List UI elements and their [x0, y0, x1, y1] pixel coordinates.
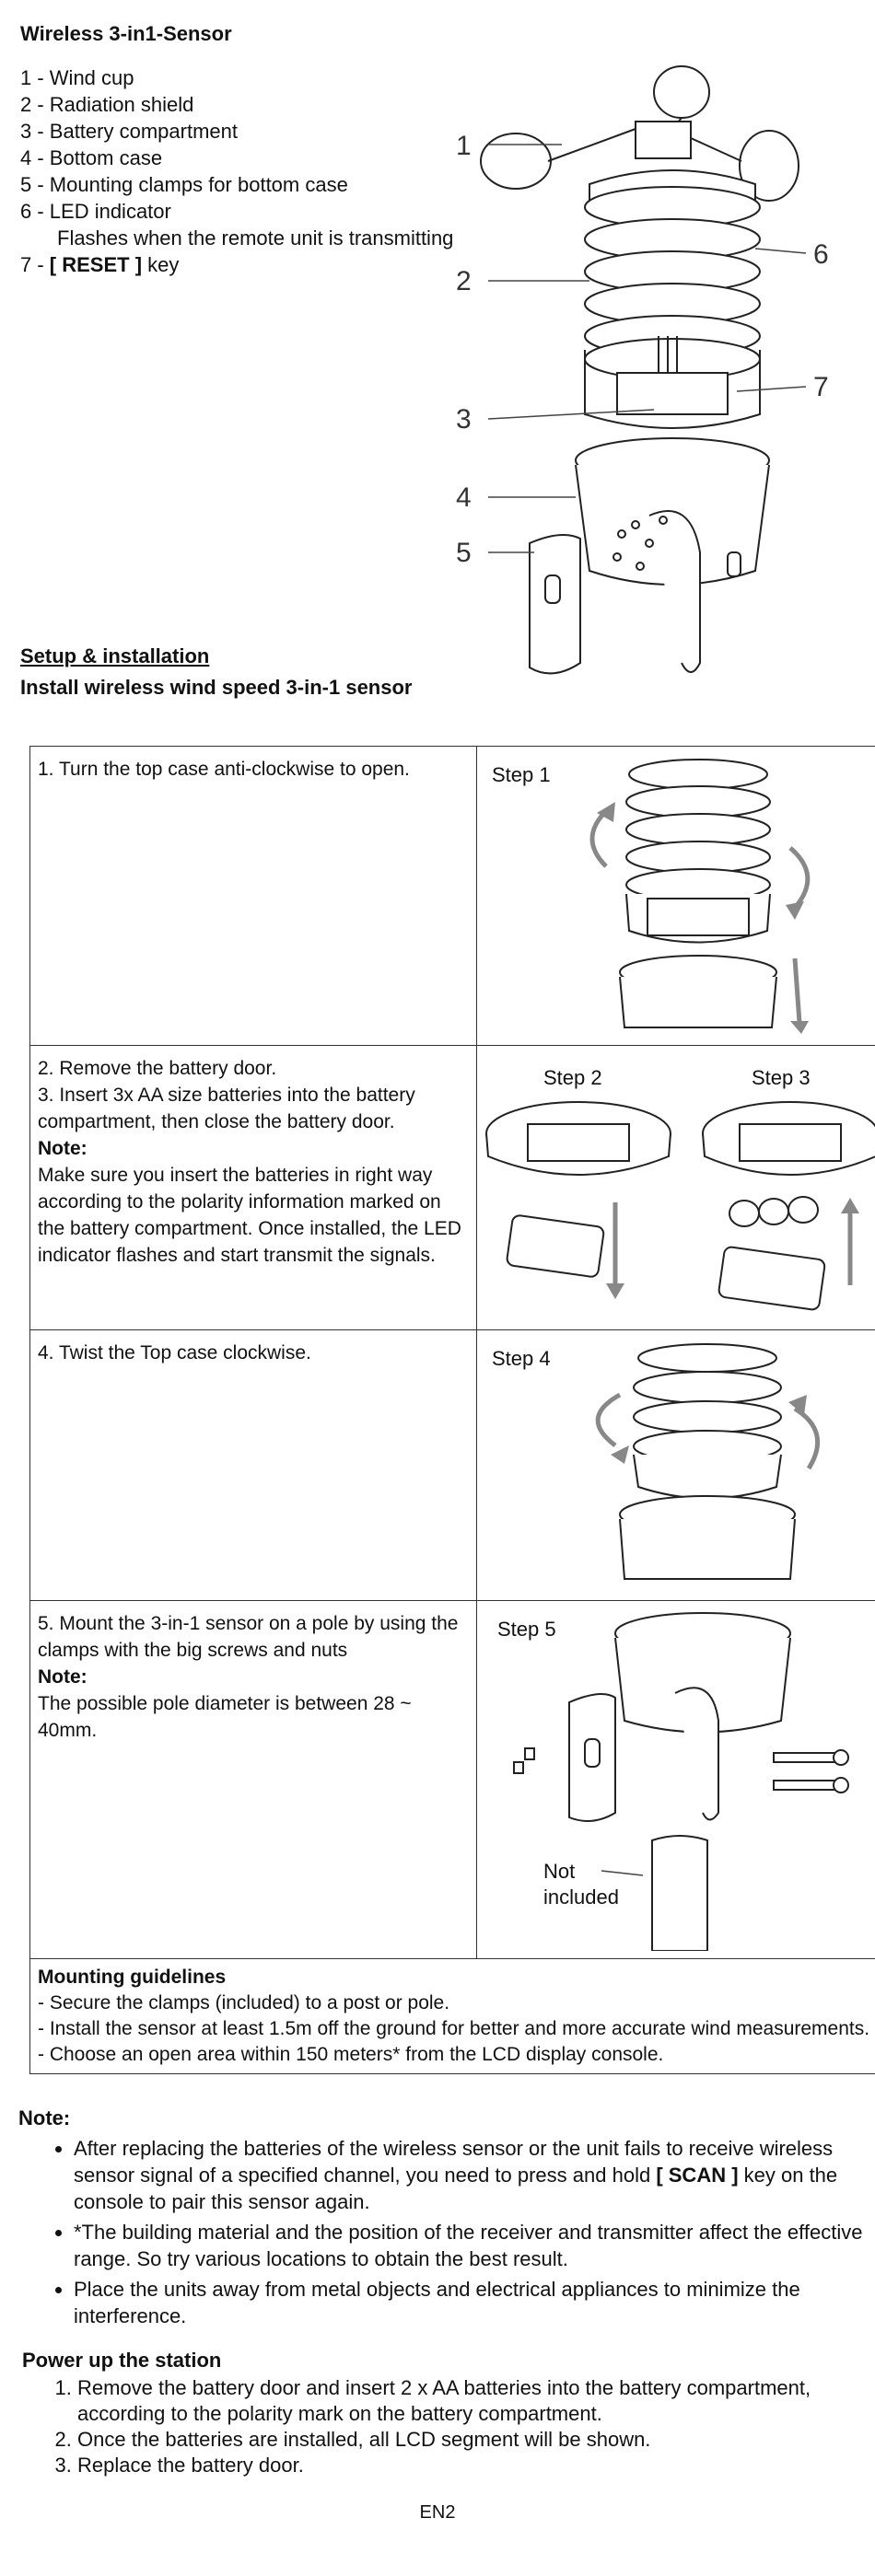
mounting-item-3: - Choose an open area within 150 meters*…	[38, 2044, 664, 2065]
step-5-line: 5. Mount the 3-in-1 sensor on a pole by …	[38, 1613, 459, 1661]
step-5-text: 5. Mount the 3-in-1 sensor on a pole by …	[29, 1600, 477, 1959]
step-3-line: 3. Insert 3x AA size batteries into the …	[38, 1085, 415, 1132]
setup-subheading: Install wireless wind speed 3-in-1 senso…	[20, 676, 413, 699]
power-item-3: Replace the battery door.	[77, 2453, 860, 2478]
step-2-3-figure: Step 2 Step 3	[476, 1045, 875, 1330]
sensor-exploded-diagram: 1 2 3 4 5 6 7	[456, 65, 829, 675]
part-item-1: 1 - Wind cup	[20, 66, 134, 89]
mounting-heading: Mounting guidelines	[38, 1967, 227, 1988]
steps-table: 1. Turn the top case anti-clockwise to o…	[29, 746, 875, 2074]
step-row-4: 4. Twist the Top case clockwise. Step 4	[29, 1329, 875, 1601]
step-2-note-label: Note:	[38, 1138, 88, 1159]
step-5-note-label: Note:	[38, 1666, 88, 1688]
power-section: Power up the station Remove the battery …	[22, 2348, 860, 2478]
step-2-3-text: 2. Remove the battery door. 3. Insert 3x…	[29, 1045, 477, 1330]
step-1-label: Step 1	[492, 763, 551, 786]
power-item-2: Once the batteries are installed, all LC…	[77, 2427, 860, 2453]
step-5-note-text: The possible pole diameter is between 28…	[38, 1693, 412, 1741]
part-item-6: 6 - LED indicator	[20, 200, 171, 223]
note-item-1: After replacing the batteries of the wir…	[74, 2135, 866, 2215]
note-item-3: Place the units away from metal objects …	[74, 2276, 866, 2329]
step-4-text: 4. Twist the Top case clockwise.	[29, 1329, 477, 1601]
callout-5: 5	[456, 538, 472, 568]
step-4-label: Step 4	[492, 1347, 551, 1370]
parts-list: 1 - Wind cup 2 - Radiation shield 3 - Ba…	[20, 64, 453, 278]
part-item-5: 5 - Mounting clamps for bottom case	[20, 173, 348, 196]
wind-cup-top-icon	[653, 65, 710, 119]
power-heading: Power up the station	[22, 2349, 222, 2372]
note-section: Note: After replacing the batteries of t…	[18, 2105, 866, 2333]
part-item-2: 2 - Radiation shield	[20, 93, 194, 116]
callout-1: 1	[456, 131, 472, 161]
step-2-note-text: Make sure you insert the batteries in ri…	[38, 1165, 461, 1266]
led-description: Flashes when the remote unit is transmit…	[57, 226, 454, 249]
step-3-label: Step 3	[752, 1066, 811, 1089]
callout-7: 7	[813, 372, 829, 402]
mounting-item-1: - Secure the clamps (included) to a post…	[38, 1992, 450, 2013]
step-4-figure: Step 4	[476, 1329, 875, 1601]
step-row-1: 1. Turn the top case anti-clockwise to o…	[29, 746, 875, 1046]
not-included-line2: included	[543, 1886, 619, 1909]
callout-4: 4	[456, 482, 472, 513]
page-number: EN2	[419, 2502, 456, 2523]
callout-6: 6	[813, 239, 829, 270]
setup-heading: Setup & installation	[20, 644, 210, 667]
mounting-item-2: - Install the sensor at least 1.5m off t…	[38, 2018, 870, 2039]
mounting-row: Mounting guidelines - Secure the clamps …	[29, 1958, 875, 2074]
callout-3: 3	[456, 404, 472, 435]
step-1-text: 1. Turn the top case anti-clockwise to o…	[29, 746, 477, 1046]
step-row-2: 2. Remove the battery door. 3. Insert 3x…	[29, 1045, 875, 1330]
step-5-label: Step 5	[497, 1618, 556, 1641]
page-title: Wireless 3-in1-Sensor	[20, 22, 232, 45]
part-item-4: 4 - Bottom case	[20, 146, 163, 169]
step-2-label: Step 2	[543, 1066, 602, 1089]
callout-2: 2	[456, 266, 472, 296]
not-included-line1: Not	[543, 1860, 575, 1883]
step-2-line: 2. Remove the battery door.	[38, 1058, 277, 1079]
step-5-figure: Step 5 Not included	[476, 1600, 875, 1959]
mounting-guidelines: Mounting guidelines - Secure the clamps …	[29, 1958, 875, 2074]
note-heading: Note:	[18, 2106, 71, 2129]
part-item-7: 7 - [ RESET ] key	[20, 253, 180, 276]
part-item-3: 3 - Battery compartment	[20, 120, 238, 143]
step-row-5: 5. Mount the 3-in-1 sensor on a pole by …	[29, 1600, 875, 1959]
step-1-figure: Step 1	[476, 746, 875, 1046]
power-item-1: Remove the battery door and insert 2 x A…	[77, 2375, 860, 2427]
wind-cup-left-icon	[480, 133, 552, 190]
note-item-2: *The building material and the position …	[74, 2219, 866, 2272]
